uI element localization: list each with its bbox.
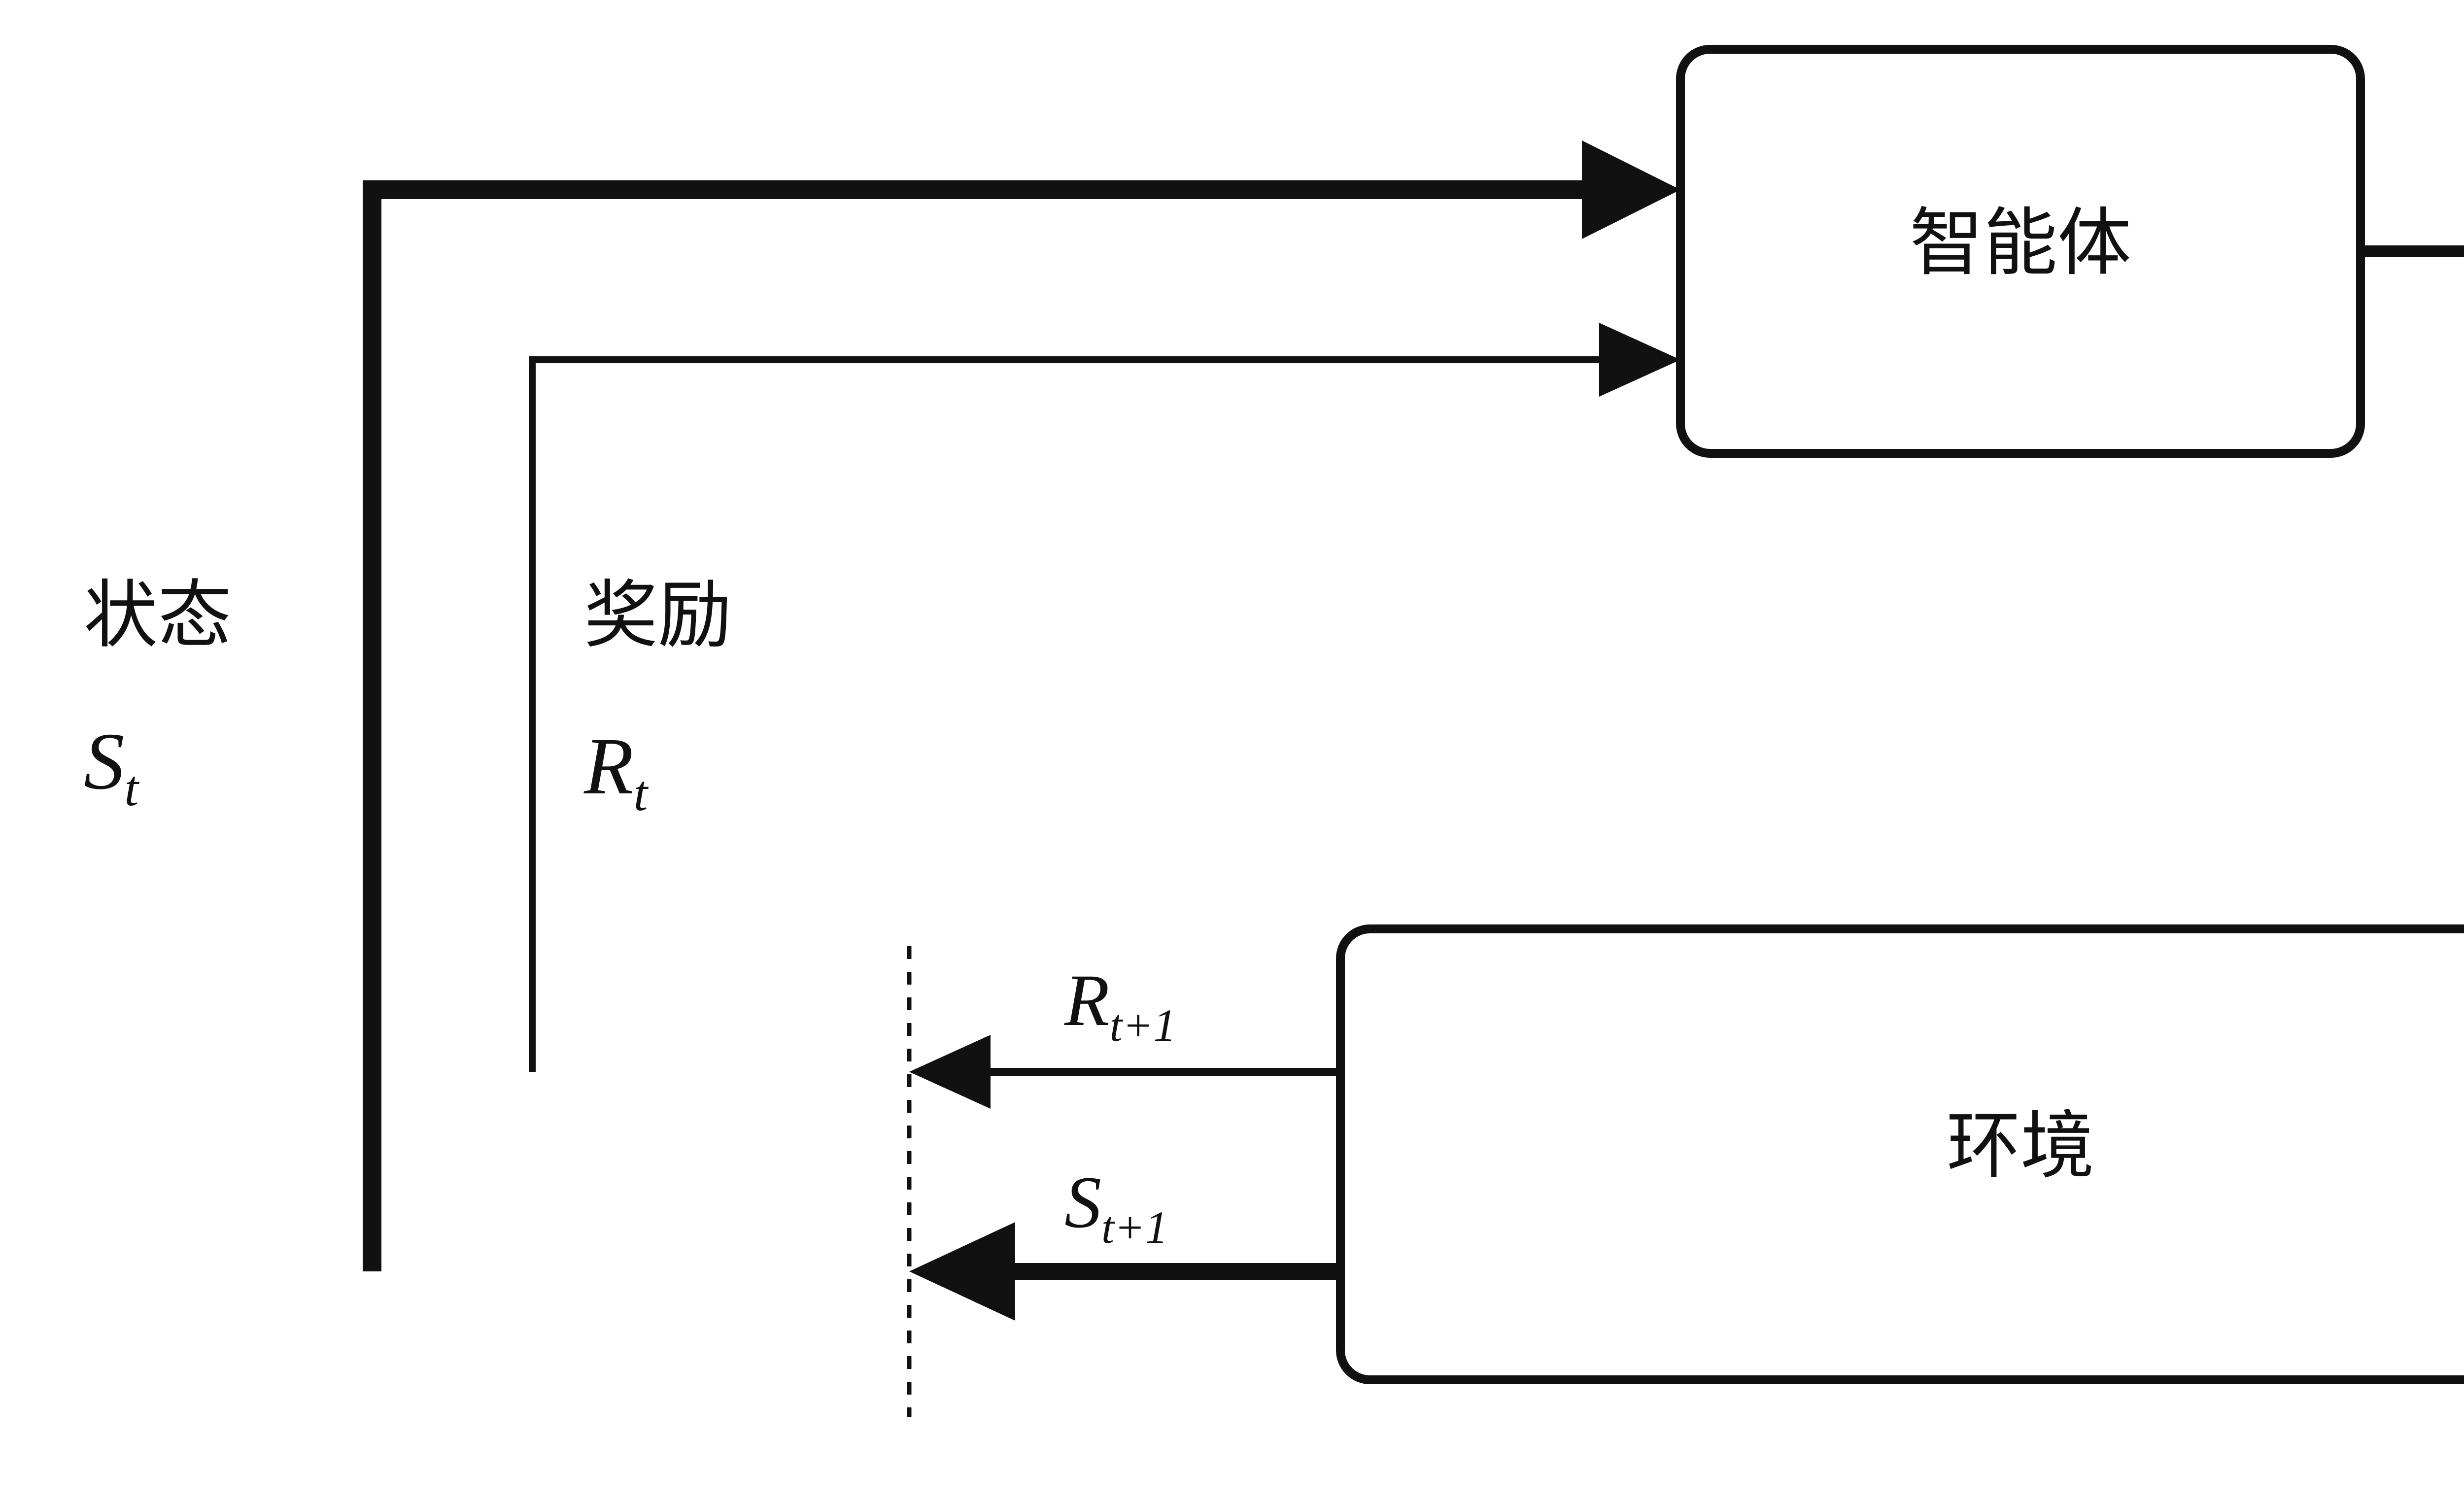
reward-label-title: 奖励 — [584, 575, 732, 657]
state-next-subscript: t+1 — [1101, 1202, 1168, 1253]
reward-label-symbol: Rt — [583, 721, 649, 821]
reward-next-base: R — [1064, 959, 1110, 1041]
environment-box[interactable] — [1336, 924, 2464, 1384]
reward-next-subscript: t+1 — [1110, 1000, 1176, 1051]
state-flow-arrowhead — [1582, 140, 1680, 239]
reward-symbol-subscript: t — [634, 766, 649, 821]
state-next-base: S — [1064, 1161, 1101, 1243]
agent-box[interactable] — [1676, 45, 2365, 458]
state-symbol-subscript: t — [125, 761, 140, 817]
reward-symbol-base: R — [583, 721, 634, 811]
reward-flow-arrowhead — [1599, 323, 1680, 397]
agent-box-label: 智能体 — [1910, 203, 2131, 284]
state-label-symbol: St — [84, 716, 140, 817]
reward-flow-line — [529, 356, 1646, 1072]
state-label-title: 状态 — [84, 575, 232, 657]
state-next-label: St+1 — [1064, 1161, 1168, 1253]
state-emission-arrowhead — [909, 1222, 1015, 1321]
environment-box-label: 环境 — [1947, 1106, 2094, 1188]
reward-emission-arrowhead — [909, 1035, 991, 1109]
reward-next-label: Rt+1 — [1064, 959, 1176, 1051]
state-symbol-base: S — [84, 716, 125, 806]
state-flow-line — [363, 180, 1641, 1271]
